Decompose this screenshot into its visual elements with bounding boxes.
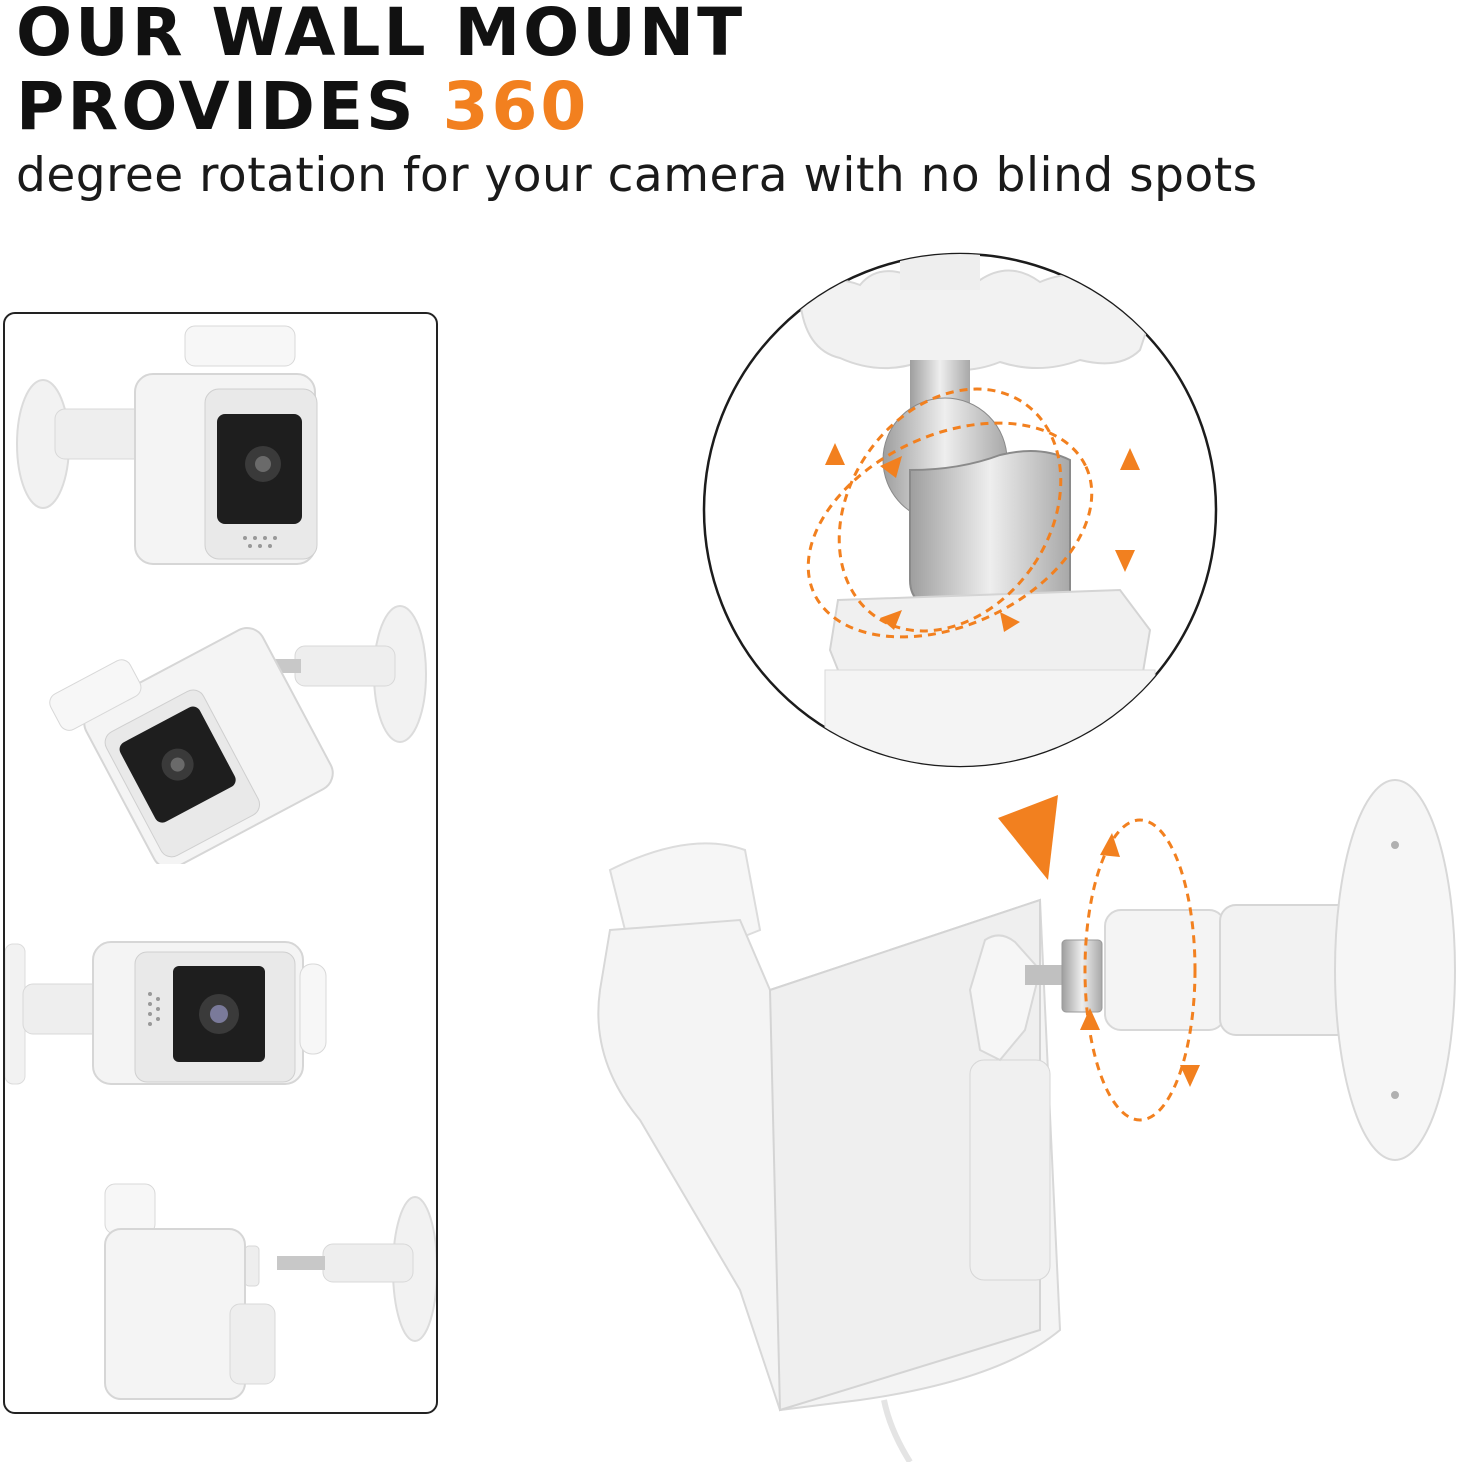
camera-view-2-illustration (49, 605, 427, 864)
headline-line-1: OUR WALL MOUNT (16, 0, 746, 71)
headline-accent: 360 (442, 68, 590, 145)
camera-view-4-illustration (104, 1183, 436, 1400)
main-mount-illustration (597, 252, 1456, 1462)
camera-housing (597, 842, 1062, 1462)
camera-view-1-illustration (16, 325, 318, 565)
headline-line-2: PROVIDES 360 (16, 70, 745, 144)
ball-joint-detail-circle (702, 252, 1218, 768)
camera-view-3-illustration (5, 941, 327, 1085)
views-panel (3, 312, 438, 1414)
headline: OUR WALL MOUNT PROVIDES 360 (16, 0, 745, 144)
pointer-triangle (998, 795, 1058, 880)
wall-mount (968, 779, 1456, 1161)
headline-prefix: PROVIDES (16, 68, 417, 145)
subheadline: degree rotation for your camera with no … (16, 148, 1258, 203)
